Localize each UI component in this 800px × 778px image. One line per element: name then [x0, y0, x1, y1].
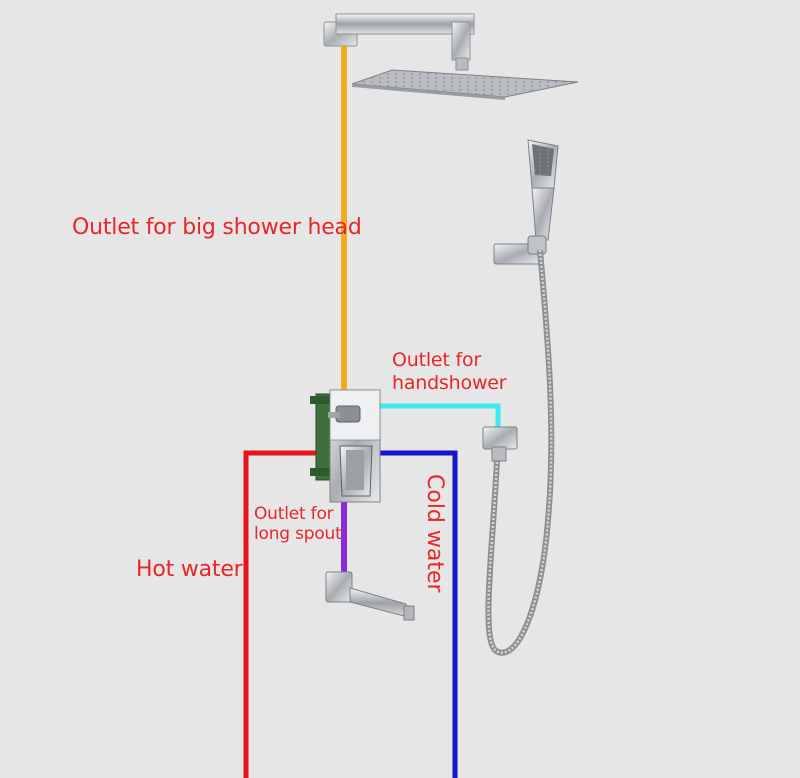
label-big-shower-outlet: Outlet for big shower head: [72, 215, 362, 240]
label-cold-water: Cold water: [422, 474, 447, 593]
big-shower-head: [351, 69, 579, 100]
label-hot-water: Hot water: [136, 557, 243, 582]
label-long-spout-outlet: Outlet for long spout: [254, 504, 342, 544]
handshower-pipe: [380, 403, 501, 430]
tub-spout: [325, 571, 415, 621]
mixer-valve: [310, 389, 381, 503]
label-long-spout-line1: Outlet for: [254, 504, 334, 524]
handshower-holder: [493, 235, 547, 265]
label-handshower-line2: handshower: [392, 371, 507, 394]
hot-water-pipe: [243, 450, 330, 778]
label-long-spout-line2: long spout: [254, 523, 342, 544]
shower-arm: [323, 13, 475, 71]
label-handshower-line1: Outlet for: [392, 349, 482, 371]
cold-water-pipe: [372, 450, 458, 778]
hand-shower: [527, 139, 559, 241]
handshower-wall-outlet: [482, 426, 518, 462]
label-handshower-outlet: Outlet for handshower: [392, 349, 507, 395]
shower-hose: [485, 249, 555, 656]
